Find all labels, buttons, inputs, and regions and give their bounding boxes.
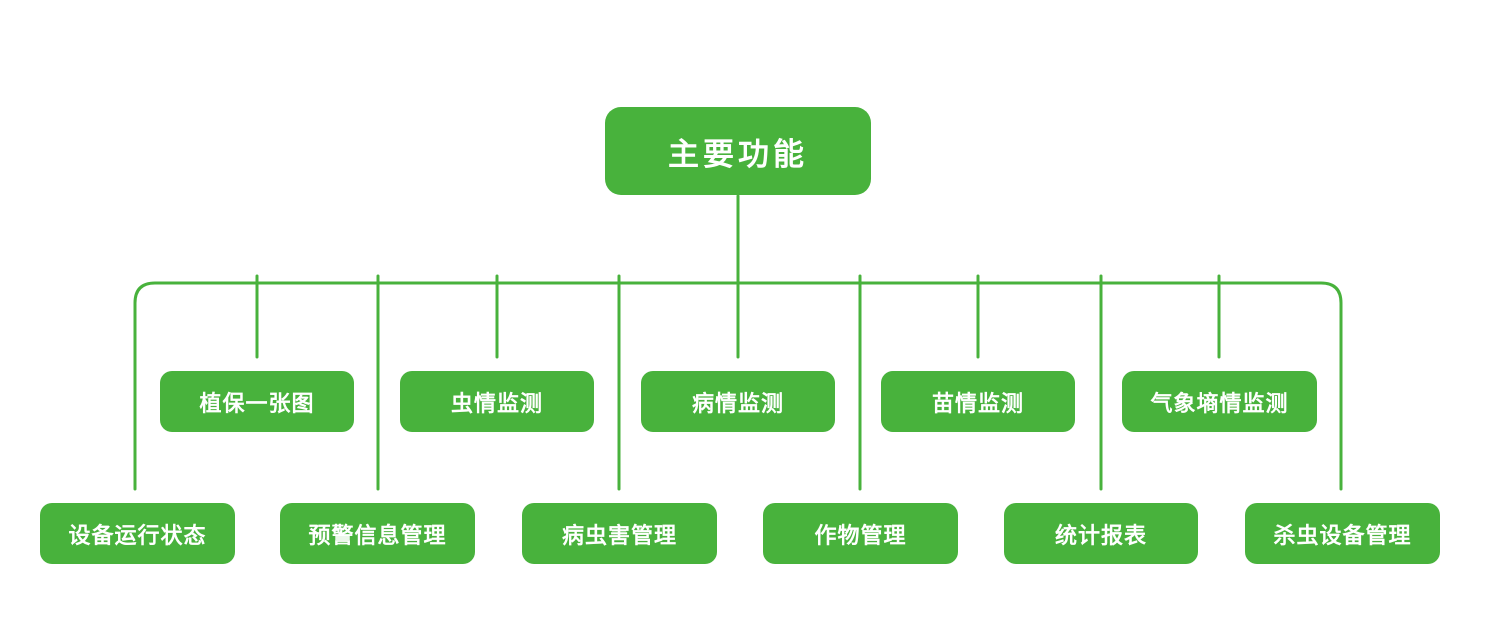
node-alert-info-management: 预警信息管理 bbox=[280, 503, 475, 564]
node-weather-soil-moisture-monitoring: 气象墒情监测 bbox=[1122, 371, 1317, 432]
node-pest-disease-management: 病虫害管理 bbox=[522, 503, 717, 564]
node-statistics-report: 统计报表 bbox=[1004, 503, 1198, 564]
node-disease-monitoring: 病情监测 bbox=[641, 371, 835, 432]
node-insect-monitoring: 虫情监测 bbox=[400, 371, 594, 432]
root-node-main-functions: 主要功能 bbox=[605, 107, 871, 195]
node-plant-protection-map: 植保一张图 bbox=[160, 371, 354, 432]
node-insecticide-device-management: 杀虫设备管理 bbox=[1245, 503, 1440, 564]
node-device-running-status: 设备运行状态 bbox=[40, 503, 235, 564]
node-crop-management: 作物管理 bbox=[763, 503, 958, 564]
node-seedling-monitoring: 苗情监测 bbox=[881, 371, 1075, 432]
